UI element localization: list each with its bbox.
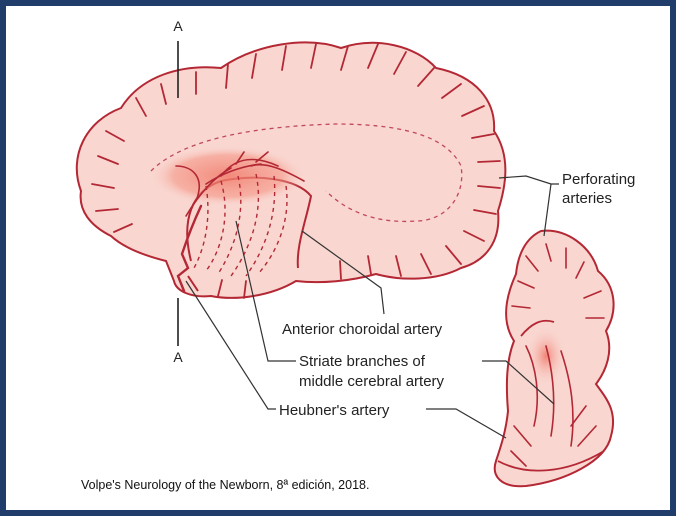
source-credit: Volpe's Neurology of the Newborn, 8ª edi… [81,478,369,492]
label-heubner: Heubner's artery [279,402,390,419]
label-striate-line1: Striate branches of [299,353,426,370]
cerebral-hemisphere [77,42,506,298]
section-label-top: A [173,18,183,34]
label-anterior-choroidal: Anterior choroidal artery [282,321,443,338]
section-label-bottom: A [173,349,183,365]
brain-artery-diagram: A A [6,6,676,516]
label-striate-line2: middle cerebral artery [299,373,445,390]
label-perforating-line2: arteries [562,190,612,207]
label-perforating-line1: Perforating [562,171,635,188]
coronal-section [495,231,614,487]
